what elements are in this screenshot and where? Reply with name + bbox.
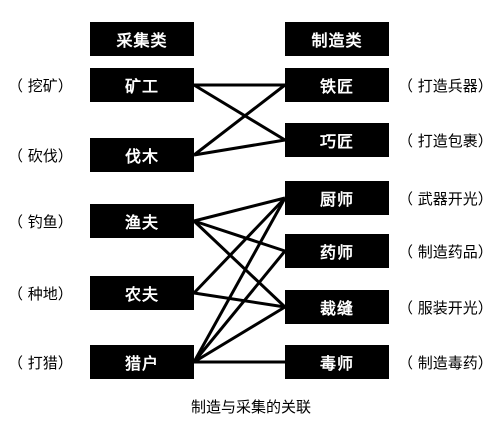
craft-box-cook: 厨师 [285,181,389,215]
craft-note-poisoner: （ 制造毒药） [398,353,493,372]
craft-box-poisoner: 毒师 [285,345,389,379]
connection-line [193,83,286,142]
diagram-caption: 制造与采集的关联 [190,398,311,416]
connection-line [193,138,286,157]
connection-line [192,219,287,309]
craft-box-blacksmith: 铁匠 [285,68,389,102]
connection-line [193,305,286,364]
connection-line [192,196,287,295]
gather-note-hunter: （ 打猎） [8,353,73,372]
craft-note-tailor: （ 服装开光） [398,298,493,317]
connection-line [193,196,286,223]
gather-box-hunter: 猎户 [90,345,194,379]
craft-note-apothecary: （ 制造药品） [398,242,493,261]
gather-note-farmer: （ 种地） [8,284,73,303]
gather-note-miner: （ 挖矿） [8,76,73,95]
connection-line [193,219,286,253]
connection-line [193,83,286,157]
connection-line [192,197,287,363]
gather-box-farmer: 农夫 [90,276,194,310]
craft-note-cook: （ 武器开光） [398,189,493,208]
craft-note-artisan: （ 打造包裹） [398,131,493,150]
connection-line [193,291,286,309]
craft-box-tailor: 裁缝 [285,290,389,324]
connection-line [192,250,287,363]
gather-box-fisher: 渔夫 [90,204,194,238]
craft-note-blacksmith: （ 打造兵器） [398,76,493,95]
header-crafting: 制造类 [285,22,389,56]
gather-note-fisher: （ 钓鱼） [8,212,73,231]
gather-box-miner: 矿工 [90,68,194,102]
header-gathering: 采集类 [90,22,194,56]
gather-box-lumberjack: 伐木 [90,138,194,172]
gather-note-lumberjack: （ 砍伐） [8,146,73,165]
craft-box-artisan: 巧匠 [285,123,389,157]
craft-box-apothecary: 药师 [285,234,389,268]
